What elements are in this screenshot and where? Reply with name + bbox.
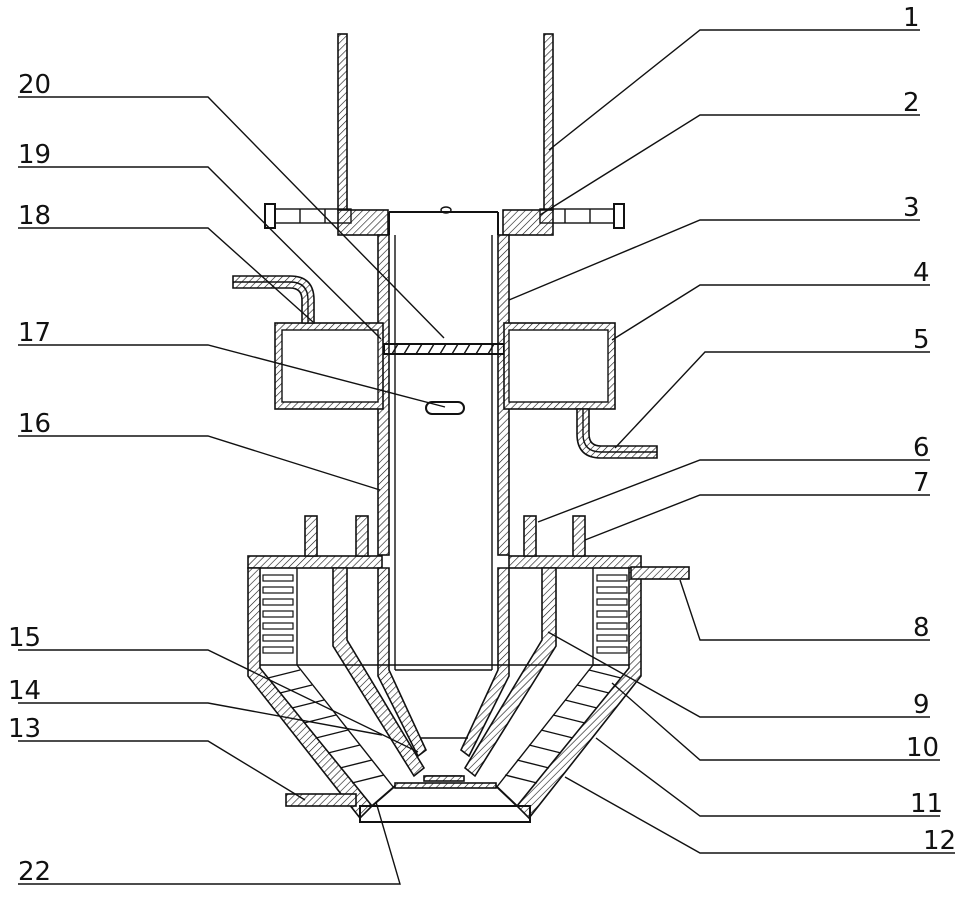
label-18: 18 xyxy=(18,201,51,231)
label-13: 13 xyxy=(8,714,41,744)
lower-top-flange xyxy=(248,556,641,568)
label-16: 16 xyxy=(18,409,51,439)
label-22: 22 xyxy=(18,857,51,887)
label-10: 10 xyxy=(906,733,939,763)
right-side-pipe xyxy=(631,567,689,579)
inner-cone-right xyxy=(461,568,556,776)
label-14: 14 xyxy=(8,676,41,706)
label-12: 12 xyxy=(923,826,956,856)
bottom-outlet xyxy=(360,783,530,822)
label-8: 8 xyxy=(913,613,930,643)
left-side-box xyxy=(275,323,383,409)
label-1: 1 xyxy=(903,3,920,33)
label-9: 9 xyxy=(913,690,930,720)
coil-right-vertical xyxy=(597,575,627,653)
label-2: 2 xyxy=(903,88,920,118)
label-11: 11 xyxy=(910,789,943,819)
flange xyxy=(338,210,553,235)
label-4: 4 xyxy=(913,258,930,288)
label-19: 19 xyxy=(18,140,51,170)
ports xyxy=(305,516,585,556)
right-side-box xyxy=(504,323,615,409)
left-side-pipe xyxy=(286,794,356,806)
label-20: 20 xyxy=(18,70,51,100)
grid-plate xyxy=(384,344,504,354)
label-15: 15 xyxy=(8,623,41,653)
label-7: 7 xyxy=(913,468,930,498)
inner-cone-left xyxy=(333,568,426,776)
top-hopper xyxy=(338,34,553,210)
inlet-pipe xyxy=(233,276,314,323)
label-5: 5 xyxy=(913,325,930,355)
label-3: 3 xyxy=(903,193,920,223)
label-17: 17 xyxy=(18,318,51,348)
coil-left-vertical xyxy=(263,575,293,653)
central-tube xyxy=(378,212,509,670)
label-6: 6 xyxy=(913,433,930,463)
